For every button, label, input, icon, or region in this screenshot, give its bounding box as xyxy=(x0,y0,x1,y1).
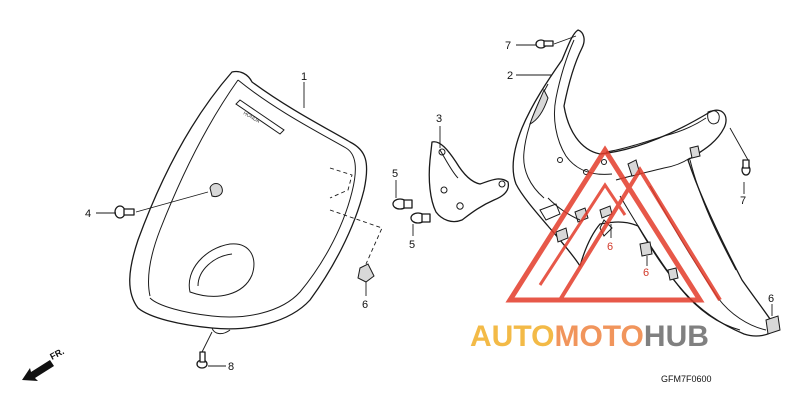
watermark-triangle-outer xyxy=(505,145,705,303)
callout-7-upper: 7 xyxy=(505,40,511,52)
callout-6-mid: 6 xyxy=(643,267,649,279)
watermark-logo xyxy=(505,145,722,303)
watermark-word-auto: AUTO xyxy=(470,320,554,353)
callout-labels: 1 2 3 4 5 5 6 6 6 6 7 7 8 xyxy=(85,40,774,373)
watermark-word-hub: HUB xyxy=(644,320,709,353)
callout-6-right: 6 xyxy=(768,293,774,305)
callout-3: 3 xyxy=(436,113,442,125)
screw-4 xyxy=(114,205,135,219)
callout-8: 8 xyxy=(228,361,234,373)
leader-lines xyxy=(96,35,773,367)
clip-fasteners xyxy=(357,219,781,335)
screw-8 xyxy=(196,351,208,369)
callout-6-center: 6 xyxy=(607,241,613,253)
screw-7a xyxy=(535,39,554,49)
bolt-5b xyxy=(410,212,431,224)
watermark-word-moto: MOTO xyxy=(554,320,643,353)
bolt-5a xyxy=(392,198,413,210)
watermark-triangle-left xyxy=(538,182,627,286)
front-direction-indicator: FR. xyxy=(22,346,66,381)
callout-2: 2 xyxy=(507,70,513,82)
inner-cover-part xyxy=(512,29,777,337)
callout-6-left: 6 xyxy=(362,299,368,311)
callout-1: 1 xyxy=(301,71,307,83)
watermark-triangle-inner xyxy=(558,166,722,302)
callout-5-upper: 5 xyxy=(392,168,398,180)
callout-4: 4 xyxy=(85,208,91,220)
watermark-text: AUTOMOTOHUB xyxy=(470,320,709,353)
bracket-part xyxy=(428,141,510,223)
screw-7b xyxy=(741,159,751,176)
drawing-code: GFM7F0600 xyxy=(661,374,712,384)
callout-7-right: 7 xyxy=(740,195,746,207)
callout-5-lower: 5 xyxy=(409,239,415,251)
front-cover-part: HONDA xyxy=(129,70,383,335)
front-direction-label: FR. xyxy=(48,346,65,362)
front-arrow-icon xyxy=(22,360,54,381)
